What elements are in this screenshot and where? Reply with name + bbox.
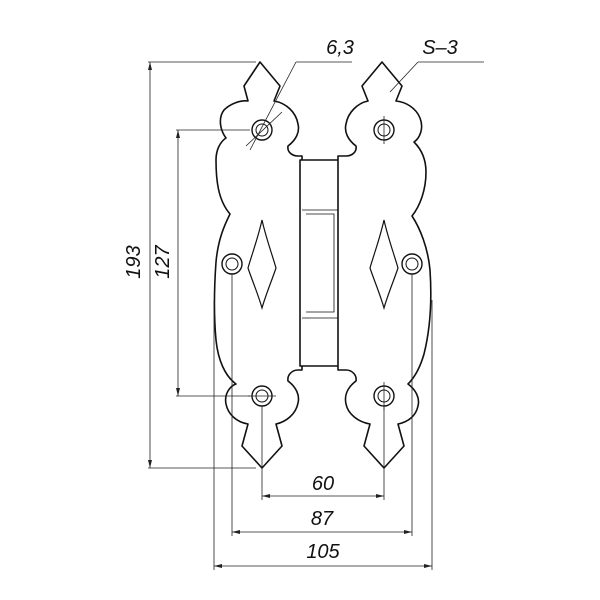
- right-diamond-slot: [369, 219, 399, 311]
- left-middle-hole: [221, 253, 243, 275]
- vertical-hole-spacing-dimension: [176, 129, 250, 397]
- total-width-dimension: [213, 300, 433, 570]
- left-diamond-slot: [247, 219, 277, 311]
- total-height-label: 193: [123, 245, 145, 278]
- right-middle-hole: [401, 253, 423, 275]
- thickness-leader: [389, 61, 484, 93]
- thickness-label: S–3: [422, 37, 458, 59]
- tip-spacing-dimension: [261, 406, 385, 500]
- middle-hole-spacing-label: 87: [311, 508, 334, 530]
- total-height-dimension: [148, 61, 256, 469]
- vertical-hole-spacing-label: 127: [152, 244, 174, 278]
- middle-hole-spacing-dimension: [231, 274, 413, 536]
- hole-diameter-label: 6,3: [326, 37, 354, 59]
- knuckle-strap-inner: [306, 213, 335, 313]
- total-width-label: 105: [306, 541, 340, 563]
- hole-center-marks: [245, 111, 385, 410]
- tip-spacing-label: 60: [312, 473, 334, 495]
- hole-diameter-leader: [249, 61, 352, 151]
